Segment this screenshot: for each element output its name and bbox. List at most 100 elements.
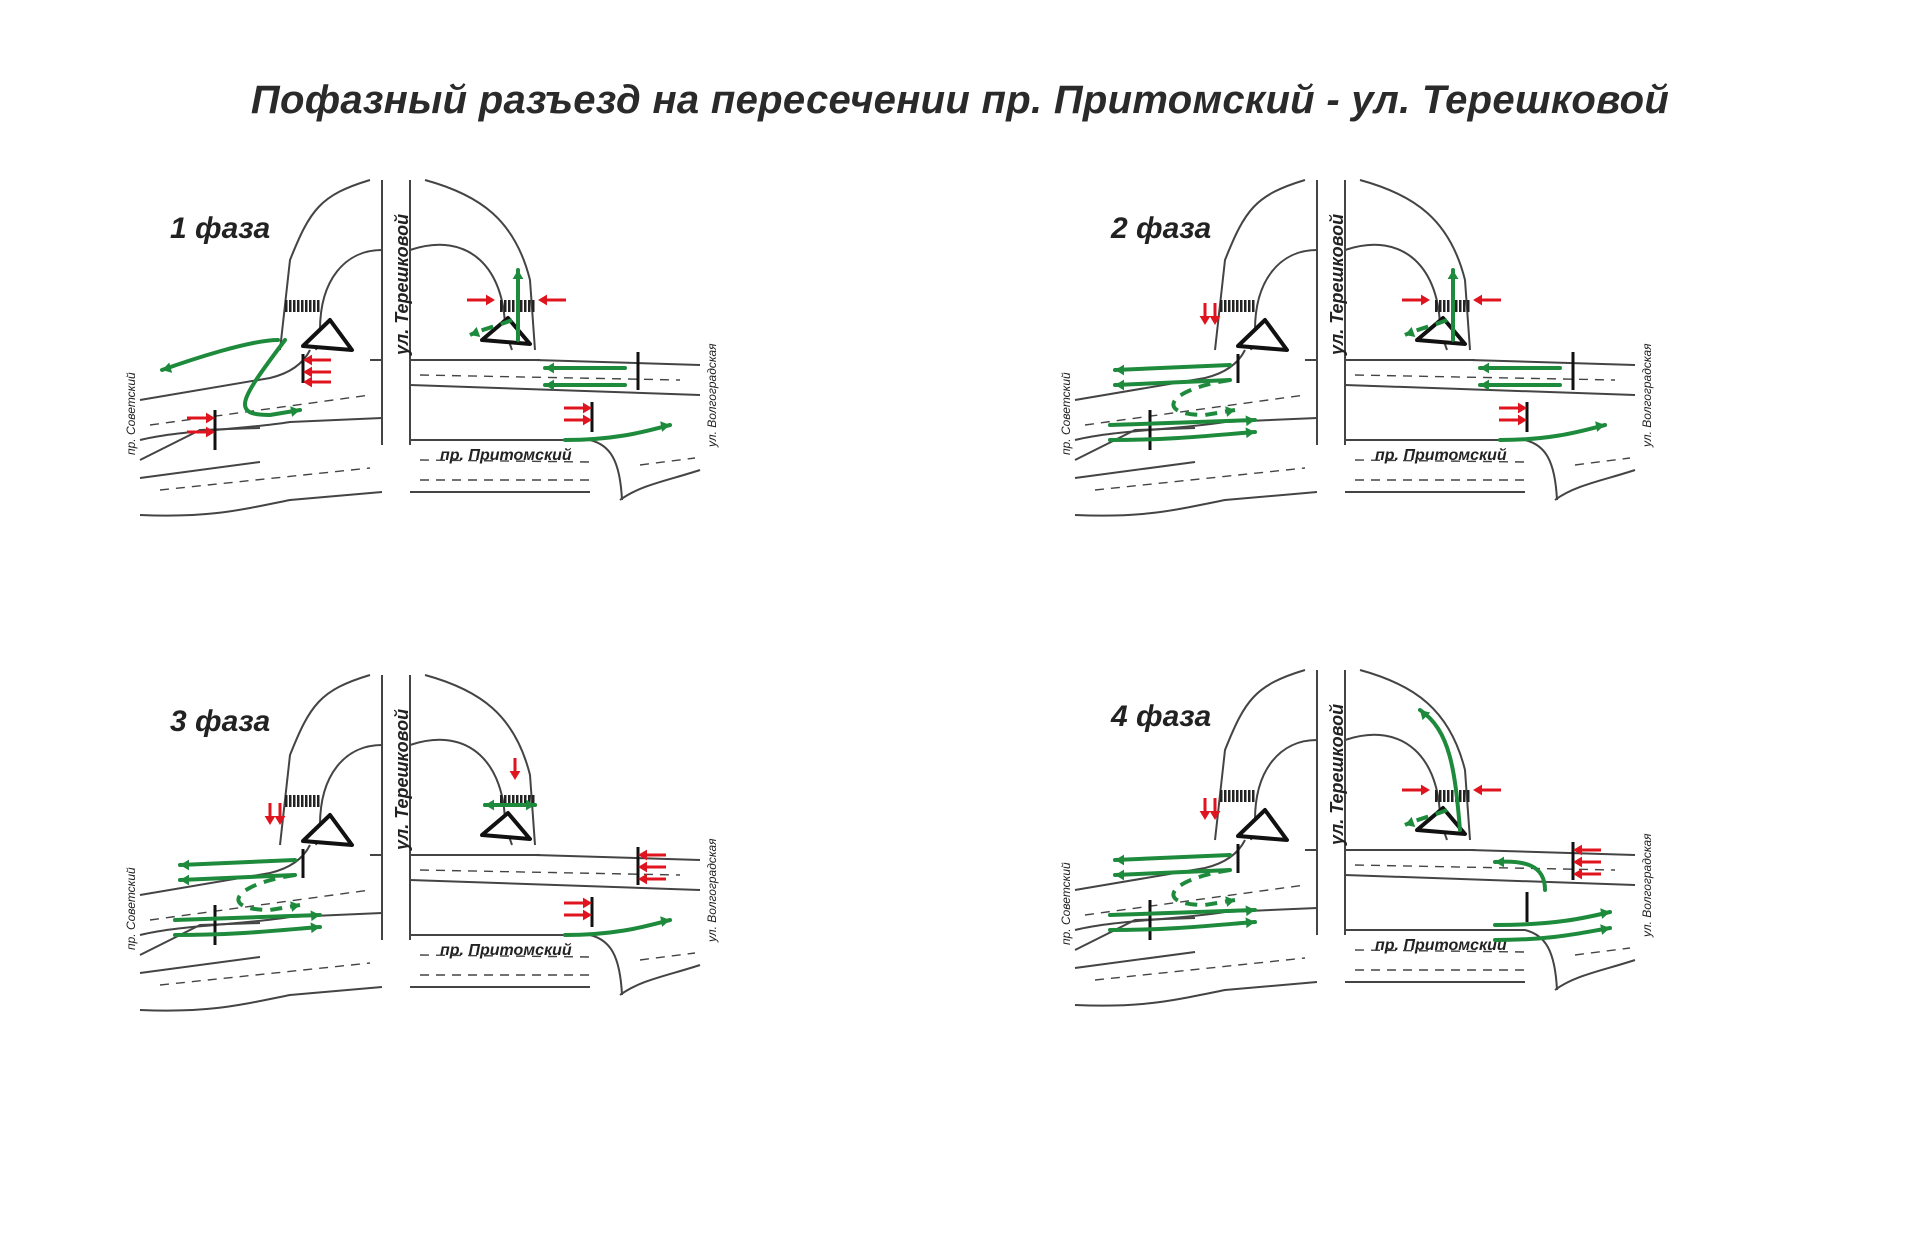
road-edge xyxy=(315,744,383,846)
allowed-arrow-head xyxy=(1600,924,1610,935)
phase-label: 2 фаза xyxy=(1111,212,1212,245)
road-edge xyxy=(1074,461,1196,479)
allowed-arrow-head xyxy=(1115,379,1124,391)
street-name-tereshkovoy: ул. Терешковой xyxy=(1327,214,1347,356)
lane-marking xyxy=(1354,459,1526,463)
allowed-arrow-head xyxy=(1420,710,1431,721)
street-name-tereshkovoy: ул. Терешковой xyxy=(392,214,412,356)
stopped-movement-arrow xyxy=(1473,784,1501,796)
allowed-movement-arrow xyxy=(1113,853,1232,862)
allowed-arrow-head xyxy=(1595,421,1605,432)
allowed-arrow-head xyxy=(1480,362,1489,374)
road-edge xyxy=(1074,349,1246,401)
road-edge xyxy=(315,249,383,351)
stopped-movement-arrow xyxy=(1199,798,1211,820)
road-edge xyxy=(1074,951,1196,969)
lane-marking xyxy=(419,869,681,876)
stopped-movement-arrow xyxy=(564,414,592,426)
allowed-movement-arrow xyxy=(1113,363,1232,372)
road-edge xyxy=(1074,917,1196,951)
road-edge xyxy=(139,417,383,441)
street-name-pritomsky: пр. Притомский xyxy=(1375,937,1507,954)
allowed-arrow-head xyxy=(660,916,670,927)
stopped-movement-arrow xyxy=(1473,294,1501,306)
allowed-arrow-head xyxy=(180,874,189,886)
movement-overlay xyxy=(1108,268,1607,442)
stopped-movement-arrow xyxy=(538,294,566,306)
lane-marking xyxy=(639,457,696,466)
street-name-sovetsky: пр. Советский xyxy=(124,372,138,455)
road-edge xyxy=(279,674,371,846)
allowed-arrow-head xyxy=(1115,364,1124,376)
crosswalk xyxy=(1435,790,1470,802)
road-edge xyxy=(1344,874,1636,886)
allowed-arrow-head xyxy=(1245,917,1255,929)
allowed-arrow-head xyxy=(1405,816,1416,827)
lane-marking xyxy=(1094,957,1306,981)
stopped-movement-arrow xyxy=(187,412,215,424)
crosswalk xyxy=(285,795,320,807)
lane-marking xyxy=(1574,457,1631,466)
allowed-arrow-head xyxy=(660,421,670,432)
road-edge xyxy=(1250,249,1318,351)
allowed-arrow-head xyxy=(310,910,320,922)
stopped-movement-arrow xyxy=(1402,784,1430,796)
road-edge xyxy=(139,427,261,461)
lane-marking xyxy=(1084,394,1306,426)
street-name-pritomsky: пр. Притомский xyxy=(440,447,572,464)
street-name-volgogradskaya: ул. Волгоградская xyxy=(1640,833,1654,938)
stopped-movement-arrow xyxy=(1209,798,1221,820)
phase-label: 4 фаза xyxy=(1111,700,1212,733)
allowed-arrow-head xyxy=(545,379,554,391)
allowed-movement-arrow xyxy=(1498,423,1607,442)
stopped-movement-arrow xyxy=(564,897,592,909)
stopped-movement-arrow xyxy=(1573,856,1601,868)
traffic-island xyxy=(301,813,354,847)
allowed-arrow-head xyxy=(1245,427,1255,439)
traffic-island xyxy=(480,811,532,841)
road-edge xyxy=(1074,491,1318,517)
road-edge xyxy=(619,964,701,996)
road-edge xyxy=(1344,384,1636,396)
lane-marking xyxy=(149,889,371,921)
road-edge xyxy=(139,491,383,517)
allowed-movement-arrow xyxy=(236,873,301,913)
allowed-movement-arrow xyxy=(1108,418,1257,427)
allowed-movement-arrow xyxy=(1418,708,1462,832)
phase-label: 3 фаза xyxy=(170,705,271,738)
street-name-pritomsky: пр. Притомский xyxy=(440,942,572,959)
road-edge xyxy=(534,359,701,366)
road-edge xyxy=(139,844,311,896)
road-edge xyxy=(1359,179,1471,351)
stopped-movement-arrow xyxy=(1199,303,1211,325)
street-name-volgogradskaya: ул. Волгоградская xyxy=(705,343,719,448)
road-edge xyxy=(1469,849,1636,856)
stopped-movement-arrow xyxy=(303,354,331,366)
road-edge xyxy=(1250,739,1318,841)
allowed-movement-arrow xyxy=(1113,868,1232,877)
road-edge xyxy=(1214,669,1306,841)
allowed-arrow-head xyxy=(1245,905,1255,917)
allowed-arrow-head xyxy=(162,362,173,373)
movement-overlay xyxy=(160,268,672,442)
allowed-movement-arrow xyxy=(1171,868,1236,908)
street-name-volgogradskaya: ул. Волгоградская xyxy=(1640,343,1654,448)
road-edge xyxy=(1074,981,1318,1007)
stopped-movement-arrow xyxy=(509,758,521,780)
traffic-island xyxy=(301,318,354,352)
stopped-movement-arrow xyxy=(1499,414,1527,426)
allowed-movement-arrow xyxy=(1108,908,1257,917)
road-edge xyxy=(139,986,383,1012)
allowed-movement-arrow xyxy=(1108,920,1257,932)
stopped-movement-arrow xyxy=(638,861,666,873)
allowed-arrow-head xyxy=(485,799,494,811)
stopped-movement-arrow xyxy=(274,803,286,825)
road-edge xyxy=(1554,959,1636,991)
allowed-arrow-head xyxy=(1225,896,1235,907)
allowed-arrow-head xyxy=(1115,854,1124,866)
